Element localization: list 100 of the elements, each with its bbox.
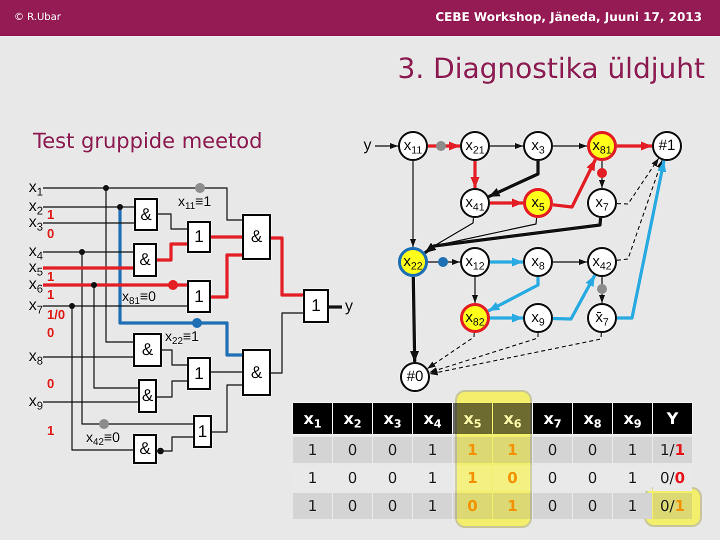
table-cell: 1/1 [653,437,692,463]
output-label: y [342,299,356,315]
signal-value: 0 [47,378,54,390]
table-header-cell: Y [653,403,692,434]
dashed-arrow [616,160,663,261]
copyright-note: © R.Ubar [14,12,61,23]
arrow [470,161,480,188]
variable-node: x$_{8}$ [523,247,553,277]
arrow [552,158,597,209]
arrow [553,143,587,149]
arrow [410,276,420,362]
signal-value: 0 [47,327,54,339]
wire [81,252,193,425]
and-gate: & [133,333,162,367]
table-header-cell: x$_{6}$ [493,403,532,434]
and-gate: & [133,243,157,277]
and-gate: & [138,379,157,413]
table-cell: 0 [493,465,532,491]
wire [120,206,134,208]
arrow [375,143,398,149]
wire [43,283,94,287]
variable-node: x$_{12}$ [460,247,490,277]
wire [72,305,187,307]
table-header-cell: x$_{7}$ [533,403,572,434]
variable-node: x$_{21}$ [460,131,490,161]
terminal-node: #1 [652,131,682,161]
dashed-arrow [616,158,660,205]
arrow [599,277,605,303]
variable-node: x$_{22}$ [398,247,428,277]
table-header-cell: x$_{3}$ [373,403,412,434]
and-gate: & [242,214,271,260]
arrow [488,277,540,312]
wire [211,235,242,239]
wire [157,380,187,398]
fault-label: x$_{42}$≡0 [86,430,120,445]
table-cell: 1 [413,437,452,463]
signal-value: 1 [47,289,54,301]
table-header-cell: x$_{2}$ [333,403,372,434]
or-gate: 1 [187,221,211,253]
wire [43,305,72,307]
table-cell: 1 [293,493,332,519]
wire [211,371,242,373]
wire [43,251,82,253]
table-cell: 1 [293,437,332,463]
table-cell: 0 [533,437,572,463]
dashed-arrow [430,332,602,376]
arrow [617,142,652,150]
wire [212,384,242,433]
wire [71,306,133,451]
wire [43,187,106,189]
wire [211,253,242,299]
variable-node: x$_{9}$ [523,303,553,333]
table-cell: 0 [453,493,492,519]
table-cell: 1 [493,437,532,463]
signal-value: 1 [47,271,54,283]
arrow [410,161,416,247]
arrow [617,160,666,320]
wire [271,312,303,374]
arrow [428,142,460,150]
table-cell: 0 [533,493,572,519]
variable-node: x̄$_{7}$ [587,303,617,333]
arrow [490,258,523,266]
arrow [553,259,587,265]
variable-node: x$_{81}$ [587,131,617,161]
wire [118,207,242,357]
table-cell: 0 [373,437,412,463]
event-info: CEBE Workshop, Jäneda, Juuni 17, 2013 [435,10,702,24]
table-cell: 1 [413,493,452,519]
wire [43,222,134,224]
wire [157,436,193,454]
wire [94,283,187,287]
wire [43,356,133,358]
table-cell: 1 [453,465,492,491]
table-cell: 1 [493,493,532,519]
variable-node: x$_{5}$ [523,188,553,218]
nand-gate: & [133,434,157,464]
input-label: x$_{9}$ [25,394,43,410]
arrow [552,274,596,321]
table-header-cell: x$_{9}$ [613,403,652,434]
fault-label: x$_{11}$≡1 [178,194,212,209]
wire [43,206,120,208]
terminal-node: #0 [400,362,430,392]
arrow [472,277,478,303]
dashed-arrow [429,333,539,374]
wire [43,401,138,403]
wire [106,187,242,221]
or-gate: 1 [187,357,211,390]
input-label: x$_{1}$ [25,180,43,196]
input-label: x$_{5}$ [25,260,43,276]
fault-label: x$_{81}$≡0 [122,289,156,304]
variable-node: x$_{41}$ [460,188,490,218]
table-cell: 1 [613,437,652,463]
dashed-arrow [427,332,475,370]
arrow [424,218,602,254]
wire [271,236,303,297]
table-cell: 1 [613,493,652,519]
or-gate: 1 [187,280,211,313]
wire [93,285,138,389]
signal-value: 1 [47,209,54,221]
signal-value: 1/0 [47,309,66,321]
